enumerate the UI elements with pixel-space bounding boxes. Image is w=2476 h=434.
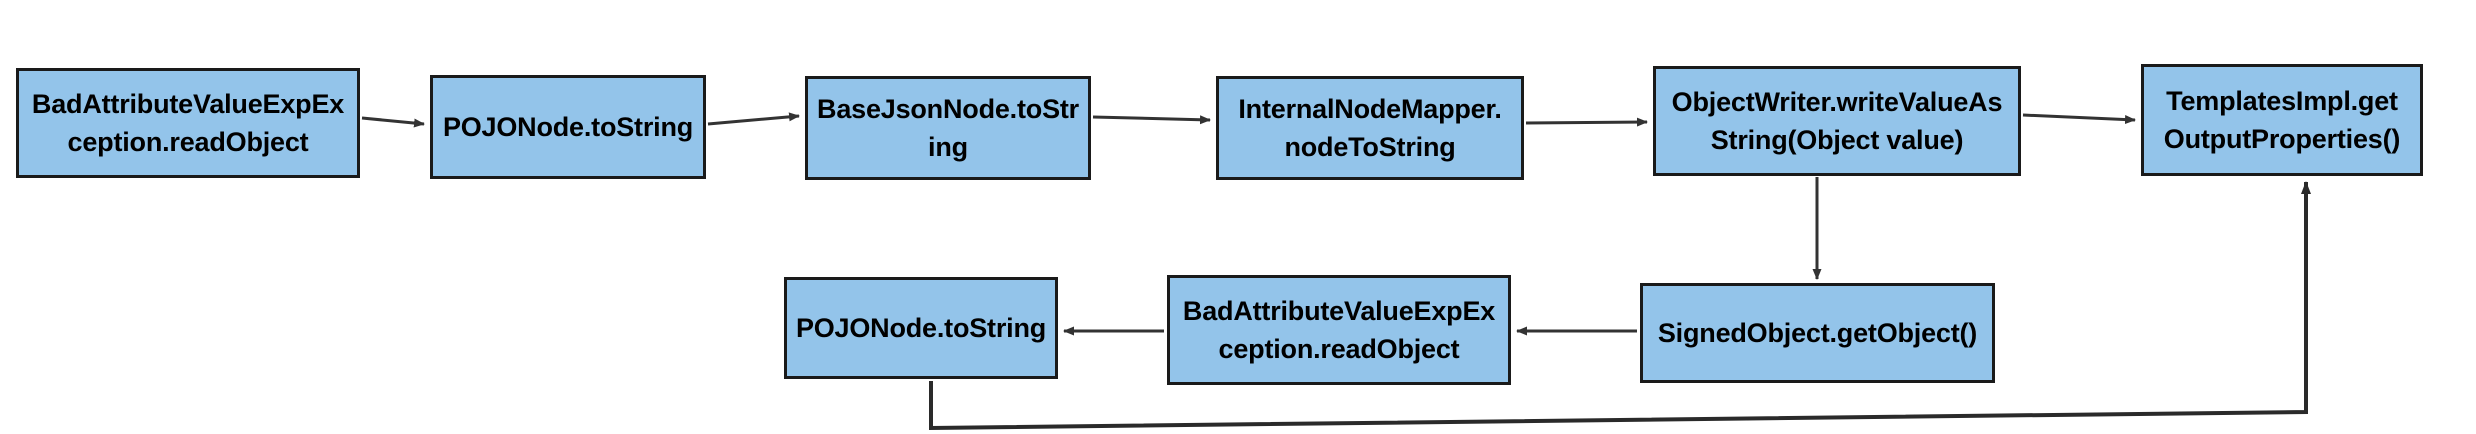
node-label: BadAttributeValueExpEx ception.readObjec… [31, 88, 345, 157]
node-badattributevalueexpexception-readobject-1[interactable]: BadAttributeValueExpEx ception.readObjec… [16, 68, 360, 178]
node-pojonode-tostring-2[interactable]: POJONode.toString [784, 277, 1058, 379]
node-objectwriter-writevalueasstring[interactable]: ObjectWriter.writeValueAs String(Object … [1653, 66, 2021, 176]
node-label: POJONode.toString [795, 312, 1047, 343]
node-basejsonnode-tostring[interactable]: BaseJsonNode.toStr ing [805, 76, 1091, 180]
edge-n5-n6 [2022, 113, 2136, 125]
node-label: SignedObject.getObject() [1657, 317, 1978, 348]
edge-n2-n3 [707, 112, 800, 126]
node-label: BaseJsonNode.toStr ing [817, 93, 1079, 162]
edge-n4-n5 [1525, 117, 1648, 127]
edge-n7-n6-loopback [929, 181, 2311, 431]
node-internalnodemapper-nodetostring[interactable]: InternalNodeMapper. nodeToString [1216, 76, 1524, 180]
node-label: POJONode.toString [442, 111, 694, 142]
node-templatesimpl-getoutputproperties[interactable]: TemplatesImpl.get OutputProperties() [2141, 64, 2423, 176]
node-label: ObjectWriter.writeValueAs String(Object … [1671, 86, 2003, 155]
node-label: InternalNodeMapper. nodeToString [1238, 93, 1502, 162]
node-label: TemplatesImpl.get OutputProperties() [2163, 85, 2401, 154]
node-pojonode-tostring-1[interactable]: POJONode.toString [430, 75, 706, 179]
edge-n3-n4 [1092, 115, 1211, 125]
edge-n1-n2 [361, 116, 425, 128]
node-signedobject-getobject[interactable]: SignedObject.getObject() [1640, 283, 1995, 383]
node-label: BadAttributeValueExpEx ception.readObjec… [1182, 295, 1496, 364]
node-badattributevalueexpexception-readobject-2[interactable]: BadAttributeValueExpEx ception.readObjec… [1167, 275, 1511, 385]
